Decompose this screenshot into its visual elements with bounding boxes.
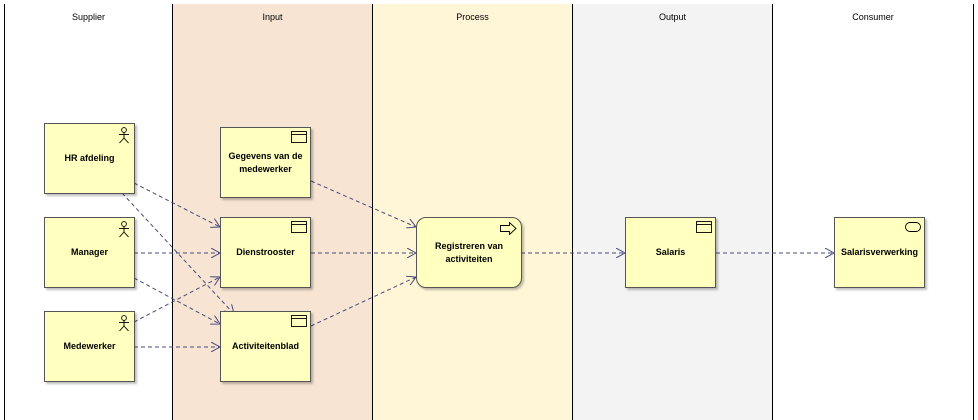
service-label: Salarisverwerking bbox=[840, 247, 919, 257]
object-label: Dienstrooster bbox=[236, 247, 295, 257]
process-arrow-icon bbox=[500, 222, 517, 235]
actor-icon bbox=[119, 315, 129, 332]
lane-title-output: Output bbox=[658, 12, 687, 22]
actor-medewerker[interactable]: Medewerker bbox=[44, 311, 135, 382]
connector-gegevens-to-registreren[interactable] bbox=[310, 180, 416, 227]
object-activiteitenblad[interactable]: Activiteitenblad bbox=[220, 311, 311, 382]
actor-label: Medewerker bbox=[63, 341, 116, 351]
business-object-icon bbox=[291, 221, 307, 233]
object-gegevens-van-de-medewerker[interactable]: Gegevens van de medewerker bbox=[220, 127, 311, 198]
lane-title-process: Process bbox=[456, 12, 489, 22]
actor-icon bbox=[119, 127, 129, 144]
object-label: Gegevens van de medewerker bbox=[222, 150, 308, 176]
lane-process: Process bbox=[372, 4, 572, 420]
connector-hr-to-dienstrooster[interactable] bbox=[133, 182, 220, 227]
process-label: Registreren van activiteiten bbox=[429, 240, 509, 266]
connector-medewerker-to-dienstrooster[interactable] bbox=[133, 277, 220, 323]
object-label-line2: medewerker bbox=[239, 163, 292, 174]
actor-label: HR afdeling bbox=[64, 153, 115, 163]
business-object-icon bbox=[291, 315, 307, 327]
lane-title-input: Input bbox=[262, 12, 283, 22]
actor-hr-afdeling[interactable]: HR afdeling bbox=[44, 123, 135, 194]
lane-output: Output bbox=[572, 4, 772, 420]
actor-manager[interactable]: Manager bbox=[44, 217, 135, 288]
process-label-line2: activiteiten bbox=[445, 253, 493, 264]
actor-label: Manager bbox=[70, 247, 108, 257]
object-dienstrooster[interactable]: Dienstrooster bbox=[220, 217, 311, 288]
actor-icon bbox=[119, 221, 129, 238]
lane-title-consumer: Consumer bbox=[852, 12, 894, 22]
object-salaris[interactable]: Salaris bbox=[625, 217, 716, 288]
object-label-line1: Gegevens van de bbox=[228, 150, 303, 161]
business-object-icon bbox=[291, 131, 307, 143]
lane-consumer: Consumer bbox=[772, 4, 974, 420]
object-label: Activiteitenblad bbox=[231, 341, 299, 351]
process-registreren-van-activiteiten[interactable]: Registreren van activiteiten bbox=[416, 217, 522, 288]
process-label-line1: Registreren van bbox=[434, 240, 504, 251]
connector-manager-to-activiteitenblad[interactable] bbox=[133, 277, 220, 324]
connector-activiteitenblad-to-registreren[interactable] bbox=[310, 277, 416, 327]
service-salarisverwerking[interactable]: Salarisverwerking bbox=[834, 217, 925, 288]
object-label: Salaris bbox=[655, 247, 686, 257]
business-object-icon bbox=[696, 221, 712, 233]
service-icon bbox=[905, 222, 921, 232]
lane-title-supplier: Supplier bbox=[71, 12, 106, 22]
